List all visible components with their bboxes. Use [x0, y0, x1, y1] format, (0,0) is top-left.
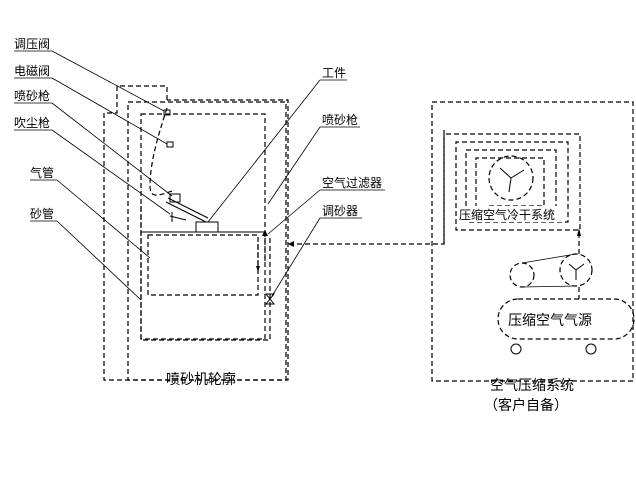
sand-hopper — [147, 234, 259, 296]
air-pipe-curve — [149, 107, 176, 196]
solenoid-valve-mark — [166, 141, 174, 148]
workpiece-block — [195, 221, 219, 233]
cabinet-inner — [140, 113, 266, 340]
label-air-pipe: 气管 — [30, 165, 54, 180]
label-dryer-system: 压缩空气冷干系统 — [459, 207, 555, 222]
filter-arrow — [262, 230, 268, 236]
dryer-label-bg — [458, 206, 562, 222]
label-regulator-valve: 调压阀 — [14, 37, 50, 51]
label-workpiece: 工件 — [322, 66, 346, 80]
machine-outline — [103, 85, 289, 381]
dryer-fan-icon — [488, 155, 534, 201]
label-solenoid-valve: 电磁阀 — [14, 63, 50, 78]
dryer-coils — [443, 133, 581, 244]
sand-down-arrow — [256, 266, 260, 272]
label-sand-pipe: 砂管 — [30, 206, 54, 221]
label-machine-outline: 喷砂机轮廓 — [166, 371, 236, 388]
regulator-valve-mark — [163, 109, 171, 116]
label-sandblast-gun-right: 喷砂枪 — [322, 112, 358, 127]
sandblast-gun — [165, 193, 209, 223]
air-compressor-icon — [497, 228, 635, 355]
leader-lines — [14, 50, 385, 301]
sand-regulator-valve — [264, 293, 276, 305]
dust-gun — [169, 212, 187, 222]
right-vertical-line — [141, 238, 271, 341]
label-air-filter: 空气过滤器 — [322, 175, 382, 190]
main-air-arrow — [288, 241, 294, 247]
label-dust-gun: 吹尘枪 — [14, 115, 50, 130]
label-customer-supplied: （客户自备） — [484, 397, 568, 414]
machine-outline-rect — [127, 101, 287, 381]
label-air-source: 压缩空气气源 — [508, 313, 592, 329]
label-sandblast-gun-left: 喷砂枪 — [14, 88, 50, 103]
compressor-outline — [431, 101, 634, 382]
label-sand-regulator: 调砂器 — [322, 204, 358, 218]
label-compressor-system: 空气压缩系统 — [490, 378, 574, 394]
